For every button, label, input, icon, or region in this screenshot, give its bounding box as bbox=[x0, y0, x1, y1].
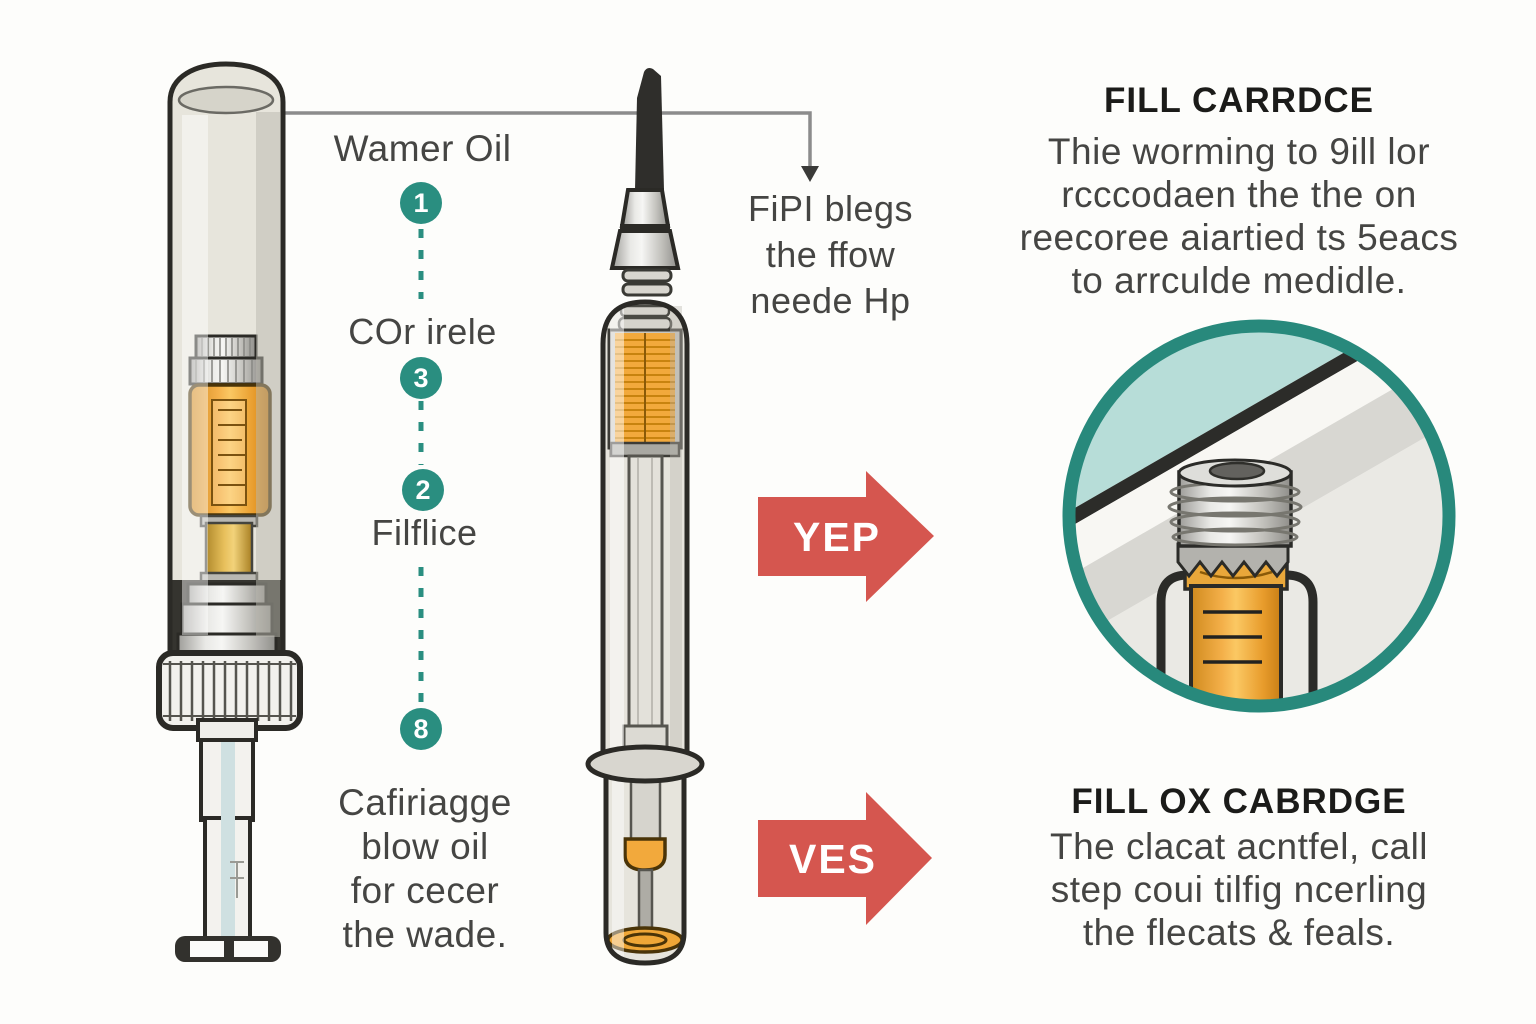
info-bottom-line: the flecats & feals. bbox=[1082, 912, 1396, 953]
step-caption-line: for cecer bbox=[350, 870, 500, 911]
yep-arrow-icon bbox=[758, 471, 934, 602]
info-top-line: Thie worming to 9ill lor bbox=[1047, 131, 1431, 172]
step-caption-line: Cafiriagge bbox=[338, 782, 512, 823]
finger-flange bbox=[585, 744, 705, 784]
plunger-rod bbox=[175, 718, 281, 962]
info-top-heading: FILL CARRDCE bbox=[1104, 81, 1374, 120]
step-badge-8: 8 bbox=[400, 708, 442, 750]
info-bottom-block: FILL OX CABRDGE The clacat acntfel, call… bbox=[1000, 783, 1478, 954]
syringe-callout-line: neede Hp bbox=[750, 280, 911, 321]
syringe-callout-line: the ffow bbox=[765, 234, 896, 275]
step-caption-line: blow oil bbox=[361, 826, 489, 867]
step-caption-block: Cafiriagge blow oil for cecer the wade. bbox=[290, 781, 560, 957]
step-label-cor-irele: COr irele bbox=[348, 311, 497, 352]
info-top-line: rcccodaen the the on bbox=[1061, 174, 1417, 215]
info-top-line: reecoree aiartied ts 5eacs bbox=[1019, 217, 1459, 258]
yep-arrow-label: YEP bbox=[792, 514, 882, 560]
needle-cap bbox=[635, 68, 664, 190]
step-badge-3: 3 bbox=[400, 357, 442, 399]
step-badge-1: 1 bbox=[400, 182, 442, 224]
step-caption-line: the wade. bbox=[342, 914, 508, 955]
syringe-callout-label: FiPI blegs the ffow neede Hp bbox=[728, 186, 933, 324]
info-bottom-line: The clacat acntfel, call bbox=[1049, 826, 1429, 867]
ves-arrow-icon bbox=[758, 792, 932, 925]
step-badge-2: 2 bbox=[402, 469, 444, 511]
info-top-block: FILL CARRDCE Thie worming to 9ill lor rc… bbox=[1000, 82, 1478, 302]
ves-arrow-label: VES bbox=[788, 836, 878, 882]
info-bottom-heading: FILL OX CABRDGE bbox=[1071, 782, 1407, 821]
step-label-filflice: Filflice bbox=[371, 512, 478, 553]
info-bottom-line: step coui tilfig ncerling bbox=[1050, 869, 1428, 910]
callout-connector-arrow bbox=[284, 111, 819, 182]
syringe-callout-line: FiPI blegs bbox=[747, 188, 914, 229]
knurled-ring bbox=[156, 650, 303, 731]
magnifier-circle-illustration bbox=[1062, 319, 1456, 713]
info-top-line: to arrculde medidle. bbox=[1071, 260, 1407, 301]
pen-cartridge-illustration bbox=[156, 61, 303, 962]
left-device-title: Wamer Oil bbox=[333, 128, 512, 169]
syringe-illustration bbox=[585, 68, 705, 966]
